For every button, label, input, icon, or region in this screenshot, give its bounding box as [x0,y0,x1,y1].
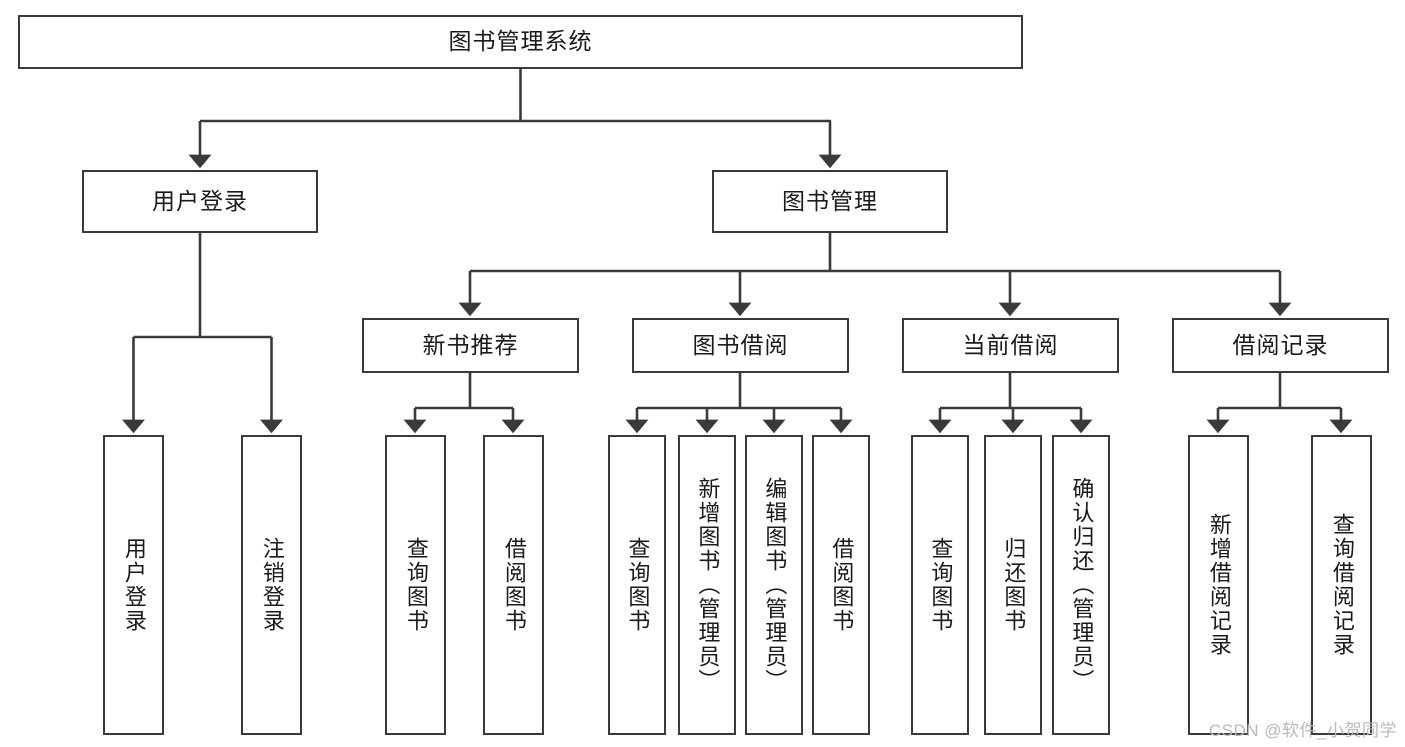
leaf-node-label: 查询借阅记录 [1329,513,1355,657]
leaf-node[interactable]: 新增图书（管理员） [678,435,736,735]
leaf-node-label: 用户登录 [121,537,147,633]
node-borrow-record[interactable]: 借阅记录 [1172,318,1389,373]
leaf-node[interactable]: 查询图书 [608,435,666,735]
leaf-node[interactable]: 注销登录 [241,435,302,735]
leaf-node[interactable]: 查询图书 [385,435,446,735]
leaf-node-label: 借阅图书 [829,537,855,633]
node-book-borrow-label: 图书借阅 [692,331,789,358]
leaf-node-label: 确认归还（管理员） [1069,477,1095,693]
leaf-node[interactable]: 用户登录 [103,435,164,735]
leaf-node-label: 查询图书 [403,537,429,633]
leaf-node[interactable]: 编辑图书（管理员） [745,435,803,735]
node-current-borrow-label: 当前借阅 [962,331,1059,358]
node-user-login[interactable]: 用户登录 [82,170,318,233]
node-book-management[interactable]: 图书管理 [712,170,948,233]
leaf-node-label: 编辑图书（管理员） [762,477,788,693]
node-user-login-label: 用户登录 [152,187,248,214]
leaf-node-label: 借阅图书 [501,537,527,633]
node-book-borrow[interactable]: 图书借阅 [632,318,849,373]
node-new-book-recommend[interactable]: 新书推荐 [362,318,579,373]
leaf-node[interactable]: 归还图书 [984,435,1042,735]
leaf-node[interactable]: 确认归还（管理员） [1052,435,1110,735]
leaf-node-label: 查询图书 [625,537,651,633]
leaf-node-label: 新增借阅记录 [1206,513,1232,657]
leaf-node-label: 归还图书 [1001,537,1027,633]
leaf-node-label: 查询图书 [928,537,954,633]
leaf-node[interactable]: 借阅图书 [483,435,544,735]
node-root[interactable]: 图书管理系统 [18,15,1023,69]
leaf-node[interactable]: 借阅图书 [812,435,870,735]
leaf-node-label: 新增图书（管理员） [695,477,721,693]
leaf-node-label: 注销登录 [259,537,285,633]
leaf-node[interactable]: 查询图书 [911,435,969,735]
node-new-book-recommend-label: 新书推荐 [422,331,519,358]
watermark: CSDN @软件_小贺同学 [1208,721,1397,740]
node-book-management-label: 图书管理 [782,187,878,214]
leaf-node[interactable]: 查询借阅记录 [1311,435,1372,735]
node-root-label: 图书管理系统 [448,28,593,55]
node-current-borrow[interactable]: 当前借阅 [902,318,1119,373]
node-borrow-record-label: 借阅记录 [1232,331,1329,358]
leaf-node[interactable]: 新增借阅记录 [1188,435,1249,735]
